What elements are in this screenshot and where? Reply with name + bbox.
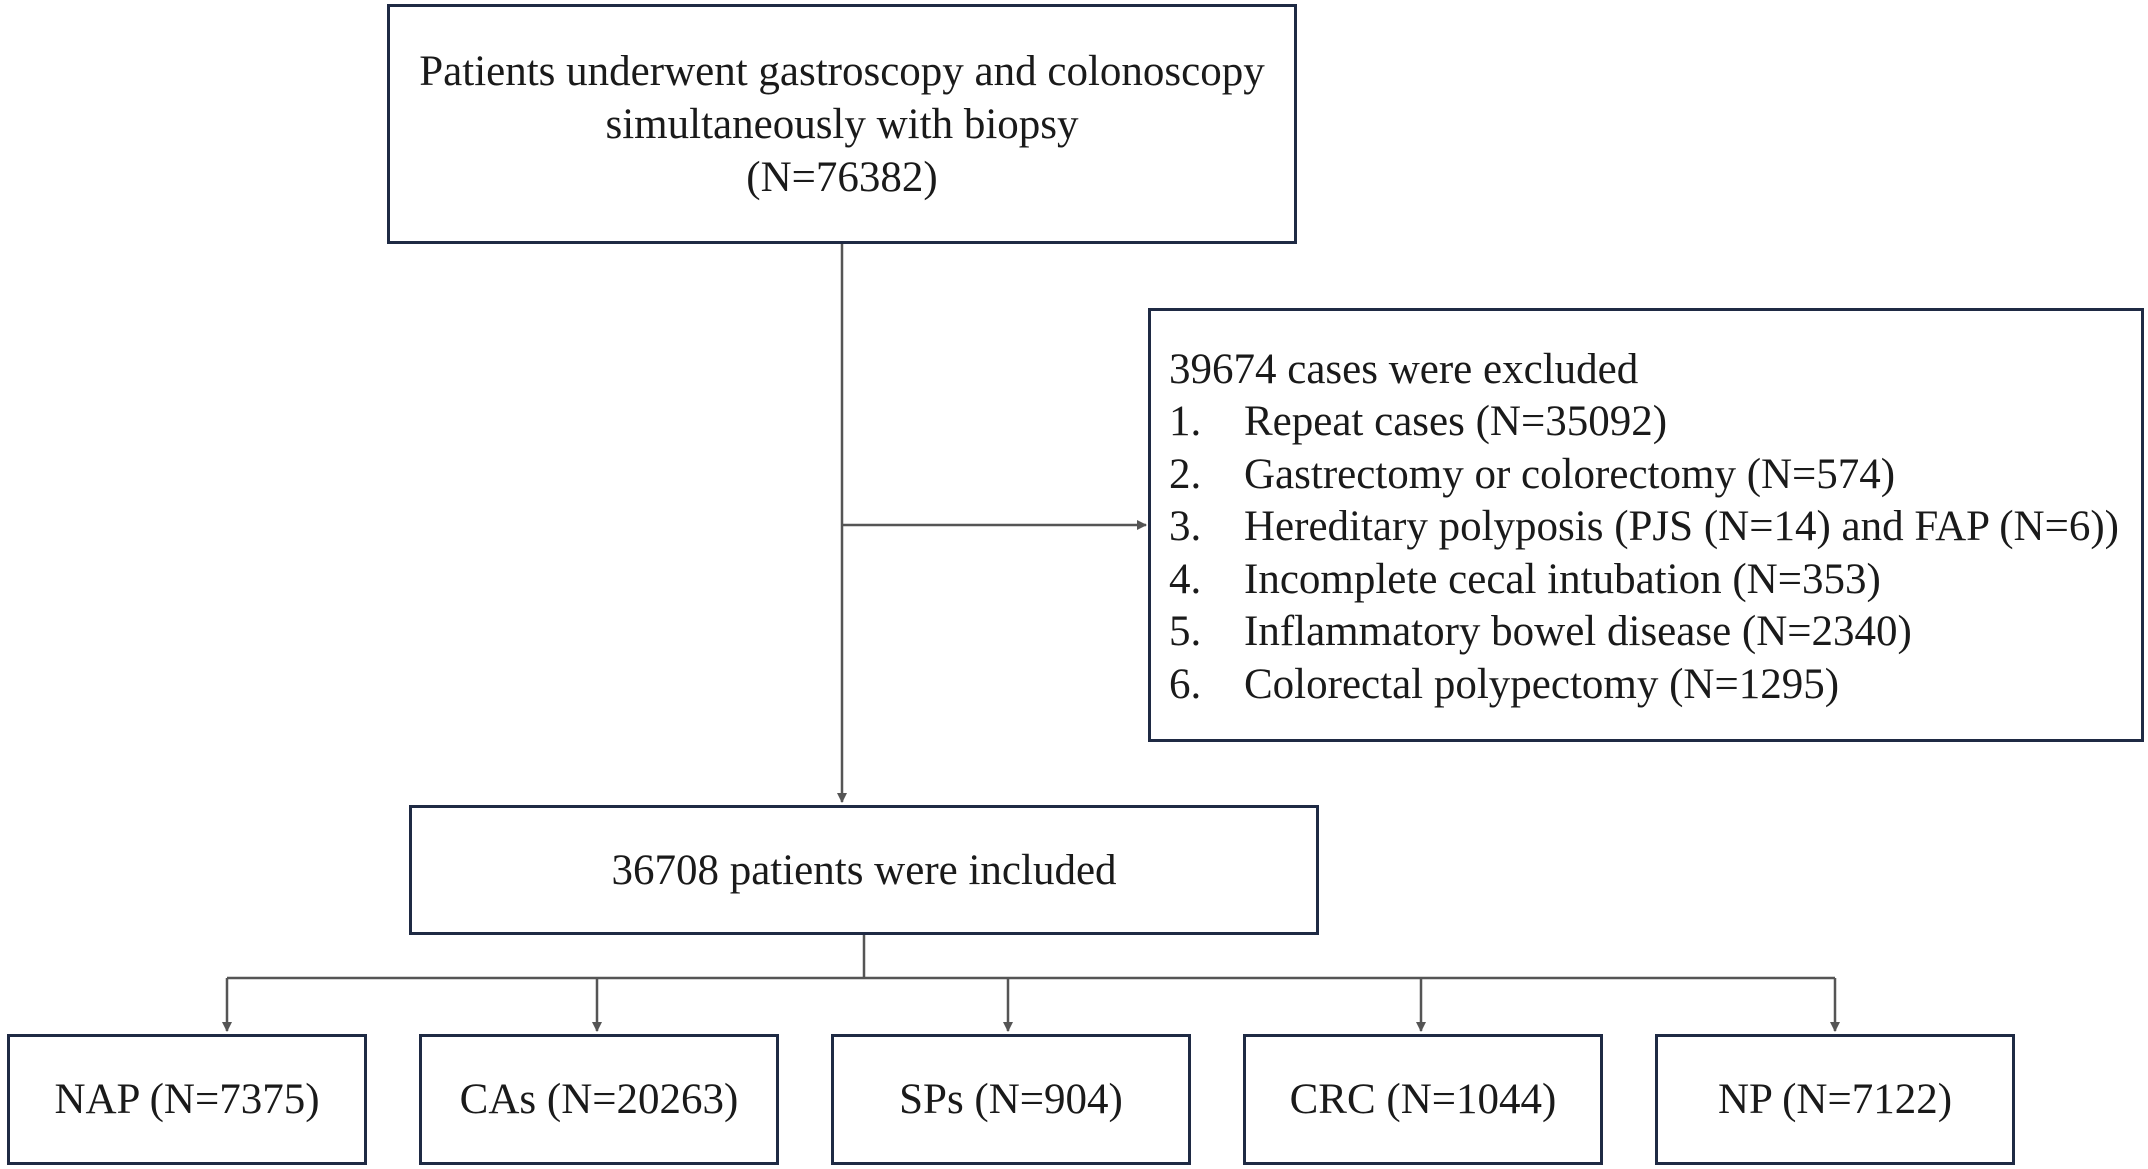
exclusion-title: 39674 cases were excluded bbox=[1169, 346, 1639, 393]
group-box-np: NP (N=7122) bbox=[1655, 1034, 2015, 1165]
group-label: SPs (N=904) bbox=[899, 1076, 1123, 1123]
exclusion-item-text: Hereditary polyposis (PJS (N=14) and FAP… bbox=[1244, 503, 2119, 550]
exclusion-item-number: 1. bbox=[1169, 398, 1202, 445]
exclusion-item-number: 3. bbox=[1169, 503, 1202, 550]
enrollment-line-2: simultaneously with biopsy bbox=[605, 100, 1079, 148]
enrollment-line-1: Patients underwent gastroscopy and colon… bbox=[419, 47, 1265, 95]
group-label: NAP (N=7375) bbox=[54, 1076, 320, 1123]
exclusion-item: 5. Inflammatory bowel disease (N=2340) bbox=[1169, 606, 2141, 659]
group-label: CRC (N=1044) bbox=[1289, 1076, 1557, 1123]
exclusion-item-number: 2. bbox=[1169, 450, 1202, 498]
group-box-sps: SPs (N=904) bbox=[831, 1034, 1191, 1165]
exclusion-item: 1. Repeat cases (N=35092) bbox=[1169, 396, 2141, 449]
exclusion-item-text: Inflammatory bowel disease (N=2340) bbox=[1244, 608, 1912, 655]
group-box-cas: CAs (N=20263) bbox=[419, 1034, 779, 1165]
exclusion-item-text: Colorectal polypectomy (N=1295) bbox=[1244, 660, 1840, 708]
group-box-nap: NAP (N=7375) bbox=[7, 1034, 367, 1165]
enrollment-box: Patients underwent gastroscopy and colon… bbox=[387, 4, 1297, 244]
included-text: 36708 patients were included bbox=[611, 846, 1117, 894]
exclusion-box: 39674 cases were excluded 1. Repeat case… bbox=[1148, 308, 2144, 742]
exclusion-item: 2. Gastrectomy or colorectomy (N=574) bbox=[1169, 449, 2141, 502]
exclusion-item-text: Repeat cases (N=35092) bbox=[1244, 398, 1668, 445]
exclusion-item-text: Gastrectomy or colorectomy (N=574) bbox=[1244, 450, 1896, 498]
exclusion-item-number: 6. bbox=[1169, 660, 1202, 708]
exclusion-item-number: 5. bbox=[1169, 608, 1202, 655]
group-label: CAs (N=20263) bbox=[459, 1076, 739, 1123]
group-label: NP (N=7122) bbox=[1717, 1076, 1953, 1123]
exclusion-item: 4. Incomplete cecal intubation (N=353) bbox=[1169, 554, 2141, 607]
exclusion-item: 6. Colorectal polypectomy (N=1295) bbox=[1169, 659, 2141, 712]
exclusion-item: 3. Hereditary polyposis (PJS (N=14) and … bbox=[1169, 501, 2141, 554]
exclusion-item-number: 4. bbox=[1169, 555, 1202, 603]
exclusion-item-text: Incomplete cecal intubation (N=353) bbox=[1244, 555, 1881, 603]
group-box-crc: CRC (N=1044) bbox=[1243, 1034, 1603, 1165]
included-box: 36708 patients were included bbox=[409, 805, 1319, 935]
enrollment-line-3: (N=76382) bbox=[746, 153, 938, 201]
